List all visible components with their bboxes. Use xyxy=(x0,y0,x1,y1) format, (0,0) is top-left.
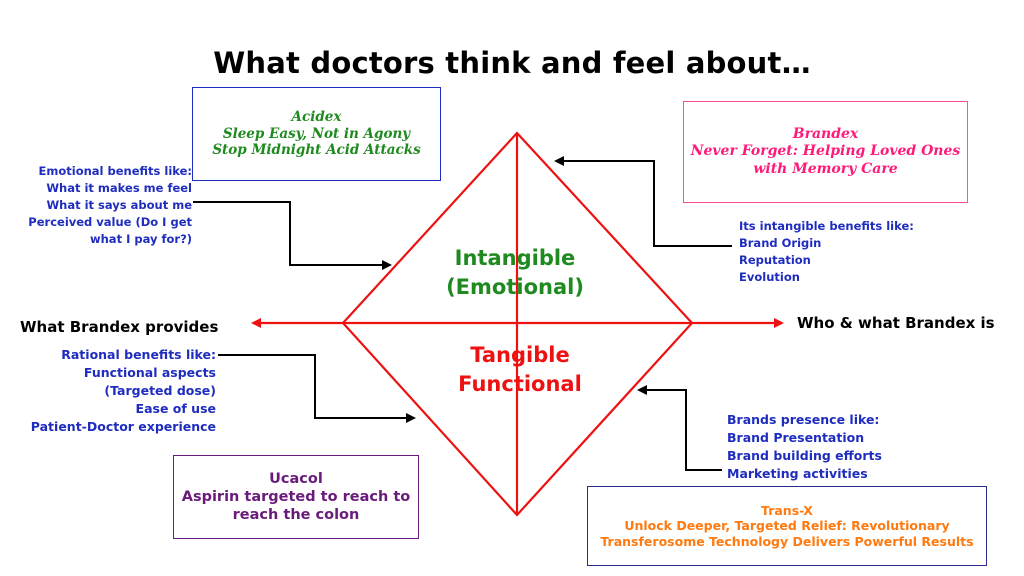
list-item: Ease of use xyxy=(135,401,216,416)
intangible-quadrant-label: Intangible (Emotional) xyxy=(430,244,600,302)
arrow-intangible xyxy=(554,156,732,247)
list-item: Reputation xyxy=(739,253,811,267)
list-item: What it makes me feel xyxy=(46,181,192,195)
list-item: Perceived value (Do I get xyxy=(28,215,192,229)
list-item: what I pay for?) xyxy=(90,232,192,246)
brandex-tagline-2: with Memory Care xyxy=(753,160,898,177)
rational-benefits-list: Rational benefits like: Functional aspec… xyxy=(18,346,216,436)
list-item: Brand Origin xyxy=(739,236,822,250)
transx-tagline-2: Transferosome Technology Delivers Powerf… xyxy=(600,533,974,549)
emotional-benefits-heading: Emotional benefits like: xyxy=(38,164,192,178)
acidex-tagline-2: Stop Midnight Acid Attacks xyxy=(212,142,421,159)
list-item: Brand building efforts xyxy=(727,448,882,463)
emotional-label: (Emotional) xyxy=(446,275,584,299)
arrow-emotional xyxy=(193,201,392,270)
list-item: Functional aspects xyxy=(83,365,216,380)
acidex-box: Acidex Sleep Easy, Not in Agony Stop Mid… xyxy=(192,87,441,181)
list-item: Evolution xyxy=(739,270,800,284)
brand-presence-heading: Brands presence like: xyxy=(727,412,880,427)
tangible-label: Tangible xyxy=(470,343,570,367)
ucacol-box: Ucacol Aspirin targeted to reach to reac… xyxy=(173,455,419,539)
intangible-benefits-heading: Its intangible benefits like: xyxy=(739,219,914,233)
functional-label: Functional xyxy=(458,372,582,396)
transx-name: Trans-X xyxy=(761,502,813,518)
ucacol-tagline-1: Aspirin targeted to reach to xyxy=(181,488,411,505)
axis-label-left: What Brandex provides xyxy=(20,318,219,336)
acidex-tagline-1: Sleep Easy, Not in Agony xyxy=(222,125,411,142)
page-title: What doctors think and feel about… xyxy=(213,46,811,80)
brandex-name: Brandex xyxy=(792,125,859,142)
transx-box: Trans-X Unlock Deeper, Targeted Relief: … xyxy=(587,486,987,566)
tangible-quadrant-label: Tangible Functional xyxy=(430,341,610,399)
list-item: Patient-Doctor experience xyxy=(30,419,216,434)
emotional-benefits-list: Emotional benefits like: What it makes m… xyxy=(12,163,192,248)
intangible-benefits-list: Its intangible benefits like: Brand Orig… xyxy=(739,218,979,286)
arrow-presence xyxy=(637,385,722,471)
axis-label-right: Who & what Brandex is xyxy=(797,314,995,332)
brandex-tagline-1: Never Forget: Helping Loved Ones xyxy=(690,143,961,160)
ucacol-name: Ucacol xyxy=(269,470,323,487)
arrow-rational xyxy=(218,354,416,423)
list-item: What it says about me xyxy=(46,198,192,212)
rational-benefits-heading: Rational benefits like: xyxy=(61,347,216,362)
intangible-label: Intangible xyxy=(454,246,576,270)
transx-tagline-1: Unlock Deeper, Targeted Relief: Revoluti… xyxy=(624,518,950,534)
list-item: (Targeted dose) xyxy=(104,383,216,398)
brand-presence-list: Brands presence like: Brand Presentation… xyxy=(727,411,927,483)
list-item: Marketing activities xyxy=(727,466,868,481)
acidex-name: Acidex xyxy=(291,108,342,125)
ucacol-tagline-2: reach the colon xyxy=(232,507,360,524)
brandex-box: Brandex Never Forget: Helping Loved Ones… xyxy=(683,101,968,203)
list-item: Brand Presentation xyxy=(727,430,865,445)
